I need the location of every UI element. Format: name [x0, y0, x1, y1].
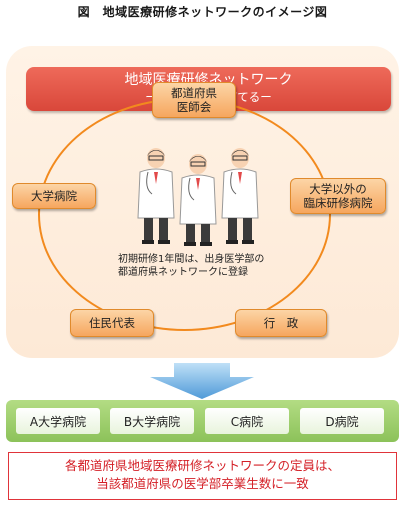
node-medical-association-line1: 都道府県	[171, 86, 217, 100]
node-administration: 行 政	[235, 309, 327, 337]
registration-note-line2: 都道府県ネットワークに登録	[118, 267, 248, 278]
node-clinical-training-hospital-line1: 大学以外の	[309, 182, 367, 196]
node-medical-association: 都道府県 医師会	[152, 82, 236, 118]
doctor-figure-icon	[137, 148, 175, 244]
down-arrow-icon	[150, 363, 254, 399]
hospital-c: C病院	[205, 408, 289, 434]
capacity-note-line1: 各都道府県地域医療研修ネットワークの定員は、	[64, 458, 340, 473]
node-resident-representative: 住民代表	[70, 309, 154, 337]
hospital-d: D病院	[300, 408, 384, 434]
registration-note-line1: 初期研修1年間は、出身医学部の	[118, 254, 265, 265]
capacity-note-line2: 当該都道府県の医学部卒業生数に一致	[96, 476, 309, 491]
registration-note: 初期研修1年間は、出身医学部の 都道府県ネットワークに登録	[118, 253, 288, 279]
node-clinical-training-hospital-line2: 臨床研修病院	[303, 196, 373, 210]
hospital-bar: A大学病院 B大学病院 C病院 D病院	[6, 400, 399, 442]
hospital-a: A大学病院	[16, 408, 100, 434]
node-clinical-training-hospital: 大学以外の 臨床研修病院	[290, 178, 386, 214]
node-university-hospital: 大学病院	[12, 183, 96, 209]
node-administration-label: 行 政	[263, 316, 299, 330]
doctor-figure-icon	[221, 148, 259, 244]
node-medical-association-line2: 医師会	[176, 100, 212, 114]
hospital-b: B大学病院	[110, 408, 194, 434]
capacity-note: 各都道府県地域医療研修ネットワークの定員は、 当該都道府県の医学部卒業生数に一致	[8, 452, 397, 500]
node-resident-representative-label: 住民代表	[89, 316, 135, 330]
doctor-group	[137, 148, 259, 246]
doctor-figure-icon	[179, 154, 217, 246]
node-university-hospital-label: 大学病院	[31, 189, 77, 203]
figure-title: 図 地域医療研修ネットワークのイメージ図	[77, 5, 328, 19]
